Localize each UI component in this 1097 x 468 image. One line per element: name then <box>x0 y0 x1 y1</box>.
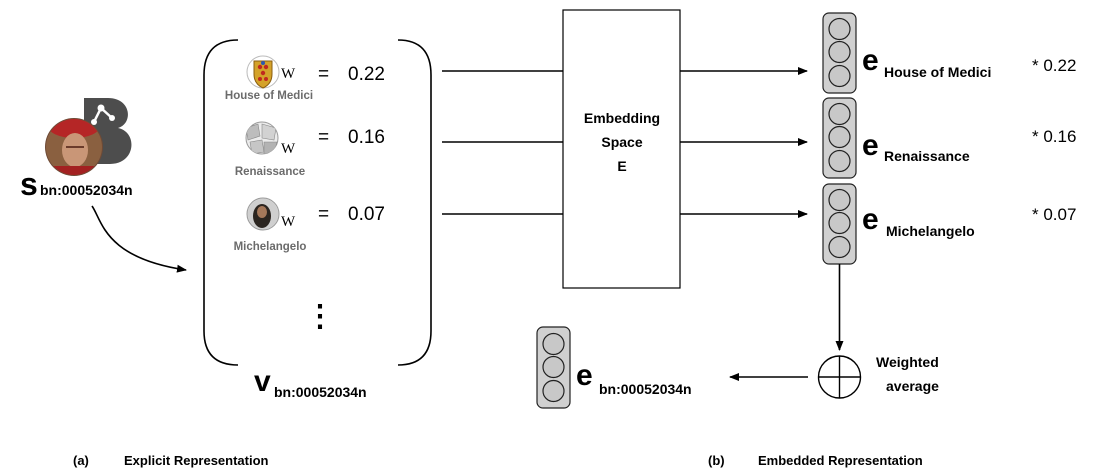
equals-sign: = <box>318 127 329 148</box>
embedding-weight: * 0.16 <box>1032 127 1076 146</box>
embedding-symbol: e <box>862 203 879 236</box>
right-bracket <box>397 39 432 366</box>
embedding-weight: * 0.22 <box>1032 56 1076 75</box>
embedding-symbol: e <box>862 129 879 162</box>
entry-value: 0.22 <box>348 64 385 85</box>
sense-to-vector-arrow <box>91 205 187 273</box>
aggregation-line1: Weighted <box>876 354 939 370</box>
ellipsis: ⋮ <box>305 300 335 333</box>
embedding-cell <box>822 12 857 94</box>
aggregation-line2: average <box>886 378 939 394</box>
entry-label: Michelangelo <box>234 241 307 253</box>
embedding-subscript: House of Medici <box>884 64 991 80</box>
vector-symbol: v <box>254 365 271 398</box>
entry-label: Renaissance <box>235 166 305 178</box>
entry-label: House of Medici <box>225 90 313 102</box>
equals-sign: = <box>318 204 329 225</box>
caption-right-text: Embedded Representation <box>758 453 923 468</box>
result-subscript: bn:00052034n <box>599 381 692 397</box>
embedding-space-box <box>562 9 681 289</box>
wikipedia-w-icon: W <box>281 66 296 82</box>
caption-left-text: Explicit Representation <box>124 453 269 468</box>
wikipedia-w-icon: W <box>281 214 296 230</box>
wikipedia-globe-icon <box>245 121 279 155</box>
embedding-space-line3: E <box>617 158 626 174</box>
caption-left-marker: (a) <box>73 453 89 468</box>
vector-id: bn:00052034n <box>274 384 367 400</box>
sense-id: bn:00052034n <box>40 182 133 198</box>
embedding-cell <box>822 97 857 179</box>
result-embedding-cell <box>536 326 571 409</box>
entry-value: 0.07 <box>348 204 385 225</box>
embedding-weight: * 0.07 <box>1032 205 1076 224</box>
result-symbol: e <box>576 359 593 392</box>
caption-right-marker: (b) <box>708 453 725 468</box>
entry-value: 0.16 <box>348 127 385 148</box>
left-bracket <box>203 39 239 366</box>
equals-sign: = <box>318 64 329 85</box>
wikipedia-w-icon: W <box>281 141 296 157</box>
coat-of-arms-icon <box>246 55 280 89</box>
embedding-space-line1: Embedding <box>584 110 660 126</box>
circled-plus-icon <box>817 355 862 399</box>
embedding-subscript: Michelangelo <box>886 223 975 239</box>
embedding-space-line2: Space <box>601 134 642 150</box>
michelangelo-portrait-icon <box>246 197 280 231</box>
embedding-symbol: e <box>862 44 879 77</box>
sense-symbol: s <box>20 166 38 202</box>
embedding-subscript: Renaissance <box>884 148 970 164</box>
embedding-cell <box>822 183 857 265</box>
